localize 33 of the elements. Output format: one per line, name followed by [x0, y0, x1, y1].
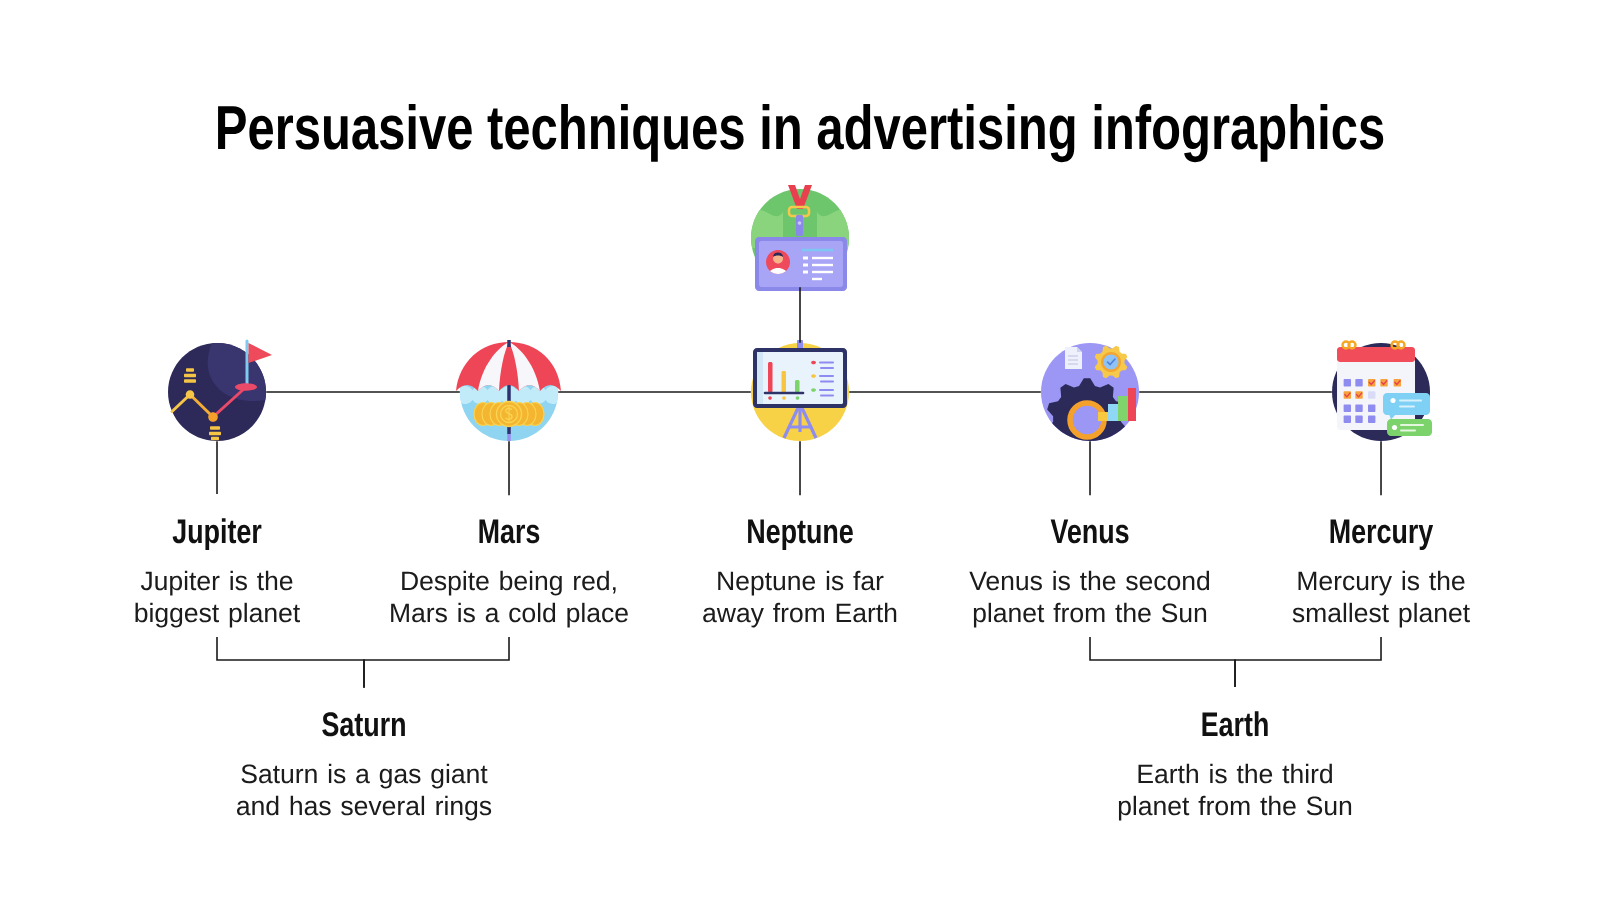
connector-line: [1089, 440, 1091, 497]
chart-flag-icon: [168, 339, 272, 441]
calendar-icon: [1332, 340, 1432, 441]
title: Persuasive techniques in advertising infographics: [218, 104, 1384, 163]
connector-line: [508, 440, 510, 497]
presentation-board-icon: [751, 340, 849, 441]
heading: Earth: [1202, 711, 1268, 737]
connector-line: [1380, 440, 1382, 497]
description: Saturn is a gas giant and has several rings: [237, 763, 492, 821]
gear-chart-icon: [1041, 343, 1139, 441]
connector-line: [363, 636, 510, 689]
connector-line: [799, 286, 801, 344]
umbrella-coins-icon: [456, 340, 561, 441]
heading: Jupiter: [172, 518, 262, 551]
description: Venus is the second planet from the Sun: [969, 570, 1210, 628]
heading: Mars: [479, 519, 540, 544]
heading: Venus: [1050, 519, 1129, 544]
connector-line: [848, 391, 1042, 393]
description: Neptune is far away from Earth: [703, 570, 897, 628]
connector-line: [216, 440, 218, 495]
connector-line: [1234, 636, 1382, 688]
description: Despite being red, Mars is a cold place: [391, 570, 628, 628]
description: Mercury is the smallest planet: [1292, 570, 1470, 628]
connector-line: [265, 391, 461, 393]
description: Earth is the third planet from the Sun: [1118, 763, 1352, 821]
connector-line: [1138, 391, 1333, 393]
heading: Saturn: [322, 712, 405, 737]
heading: Mercury: [1330, 519, 1434, 551]
description: Jupiter is the biggest planet: [135, 570, 300, 628]
connector-line: [799, 440, 801, 497]
connector-line: [557, 391, 752, 393]
heading: Neptune: [748, 519, 853, 551]
id-badge-icon: [751, 185, 849, 291]
